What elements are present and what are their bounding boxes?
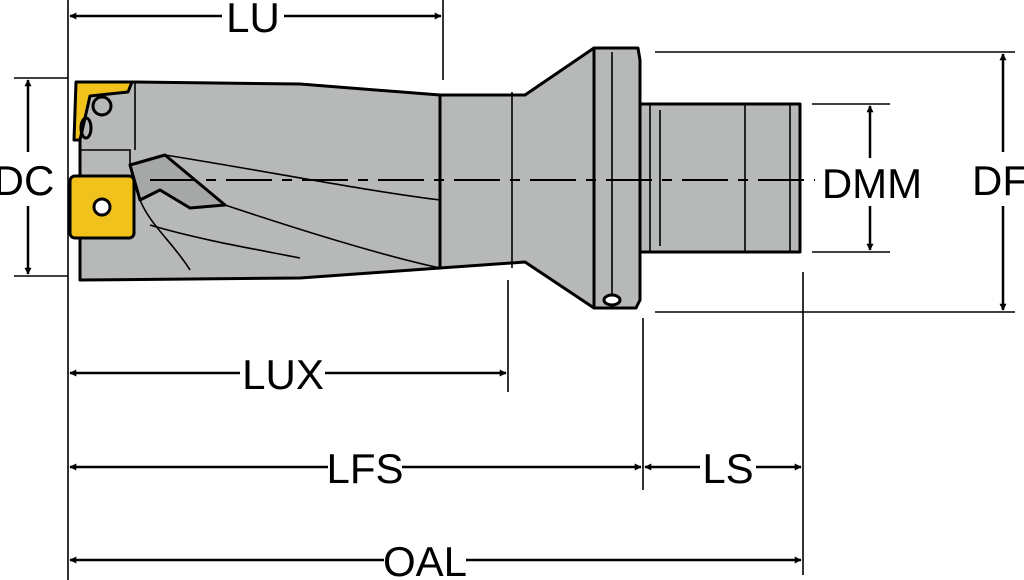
label-dmm: DMM	[822, 160, 922, 207]
label-dc: DC	[0, 157, 54, 204]
label-ls: LS	[702, 445, 753, 492]
label-lux: LUX	[242, 351, 324, 398]
label-df: DF	[972, 157, 1024, 204]
dimension-lines	[24, 12, 1007, 564]
label-oal: OAL	[383, 538, 467, 580]
body-cone	[438, 46, 596, 310]
label-lu: LU	[226, 0, 280, 41]
top-insert	[72, 80, 134, 142]
coolant-hole	[602, 293, 622, 307]
tool-body	[68, 46, 802, 310]
extension-lines	[14, 0, 1015, 580]
front-insert-screw	[92, 197, 112, 217]
top-insert-screw	[91, 95, 113, 117]
shank	[638, 102, 802, 254]
label-lfs: LFS	[326, 445, 403, 492]
flange	[592, 46, 642, 310]
